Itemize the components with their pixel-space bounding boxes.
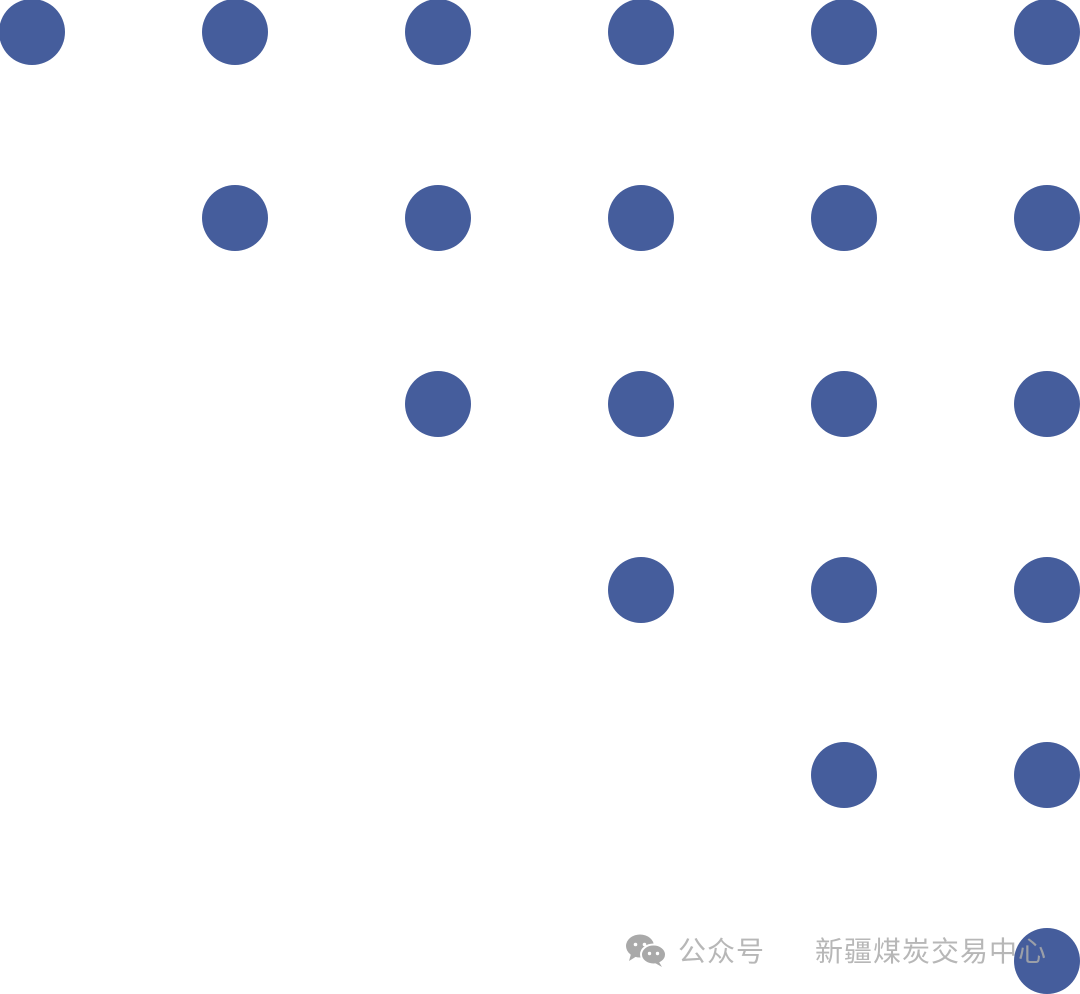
decorative-dot	[0, 0, 65, 65]
decorative-dot	[405, 0, 471, 65]
decorative-dot	[811, 557, 877, 623]
decorative-dot	[608, 557, 674, 623]
decorative-dot	[608, 185, 674, 251]
decorative-dot	[1014, 185, 1080, 251]
decorative-dot	[811, 185, 877, 251]
decorative-dot	[202, 185, 268, 251]
decorative-dot	[1014, 557, 1080, 623]
decorative-dot	[1014, 928, 1080, 994]
decorative-dot	[1014, 742, 1080, 808]
decorative-dot	[405, 185, 471, 251]
decorative-dot	[1014, 371, 1080, 437]
decorative-dot	[811, 0, 877, 65]
decorative-dot	[811, 371, 877, 437]
decorative-dot	[608, 0, 674, 65]
decorative-dot	[811, 742, 877, 808]
decorative-dot	[405, 371, 471, 437]
decorative-dot	[608, 371, 674, 437]
decorative-dot	[1014, 0, 1080, 65]
decorative-dot	[202, 0, 268, 65]
